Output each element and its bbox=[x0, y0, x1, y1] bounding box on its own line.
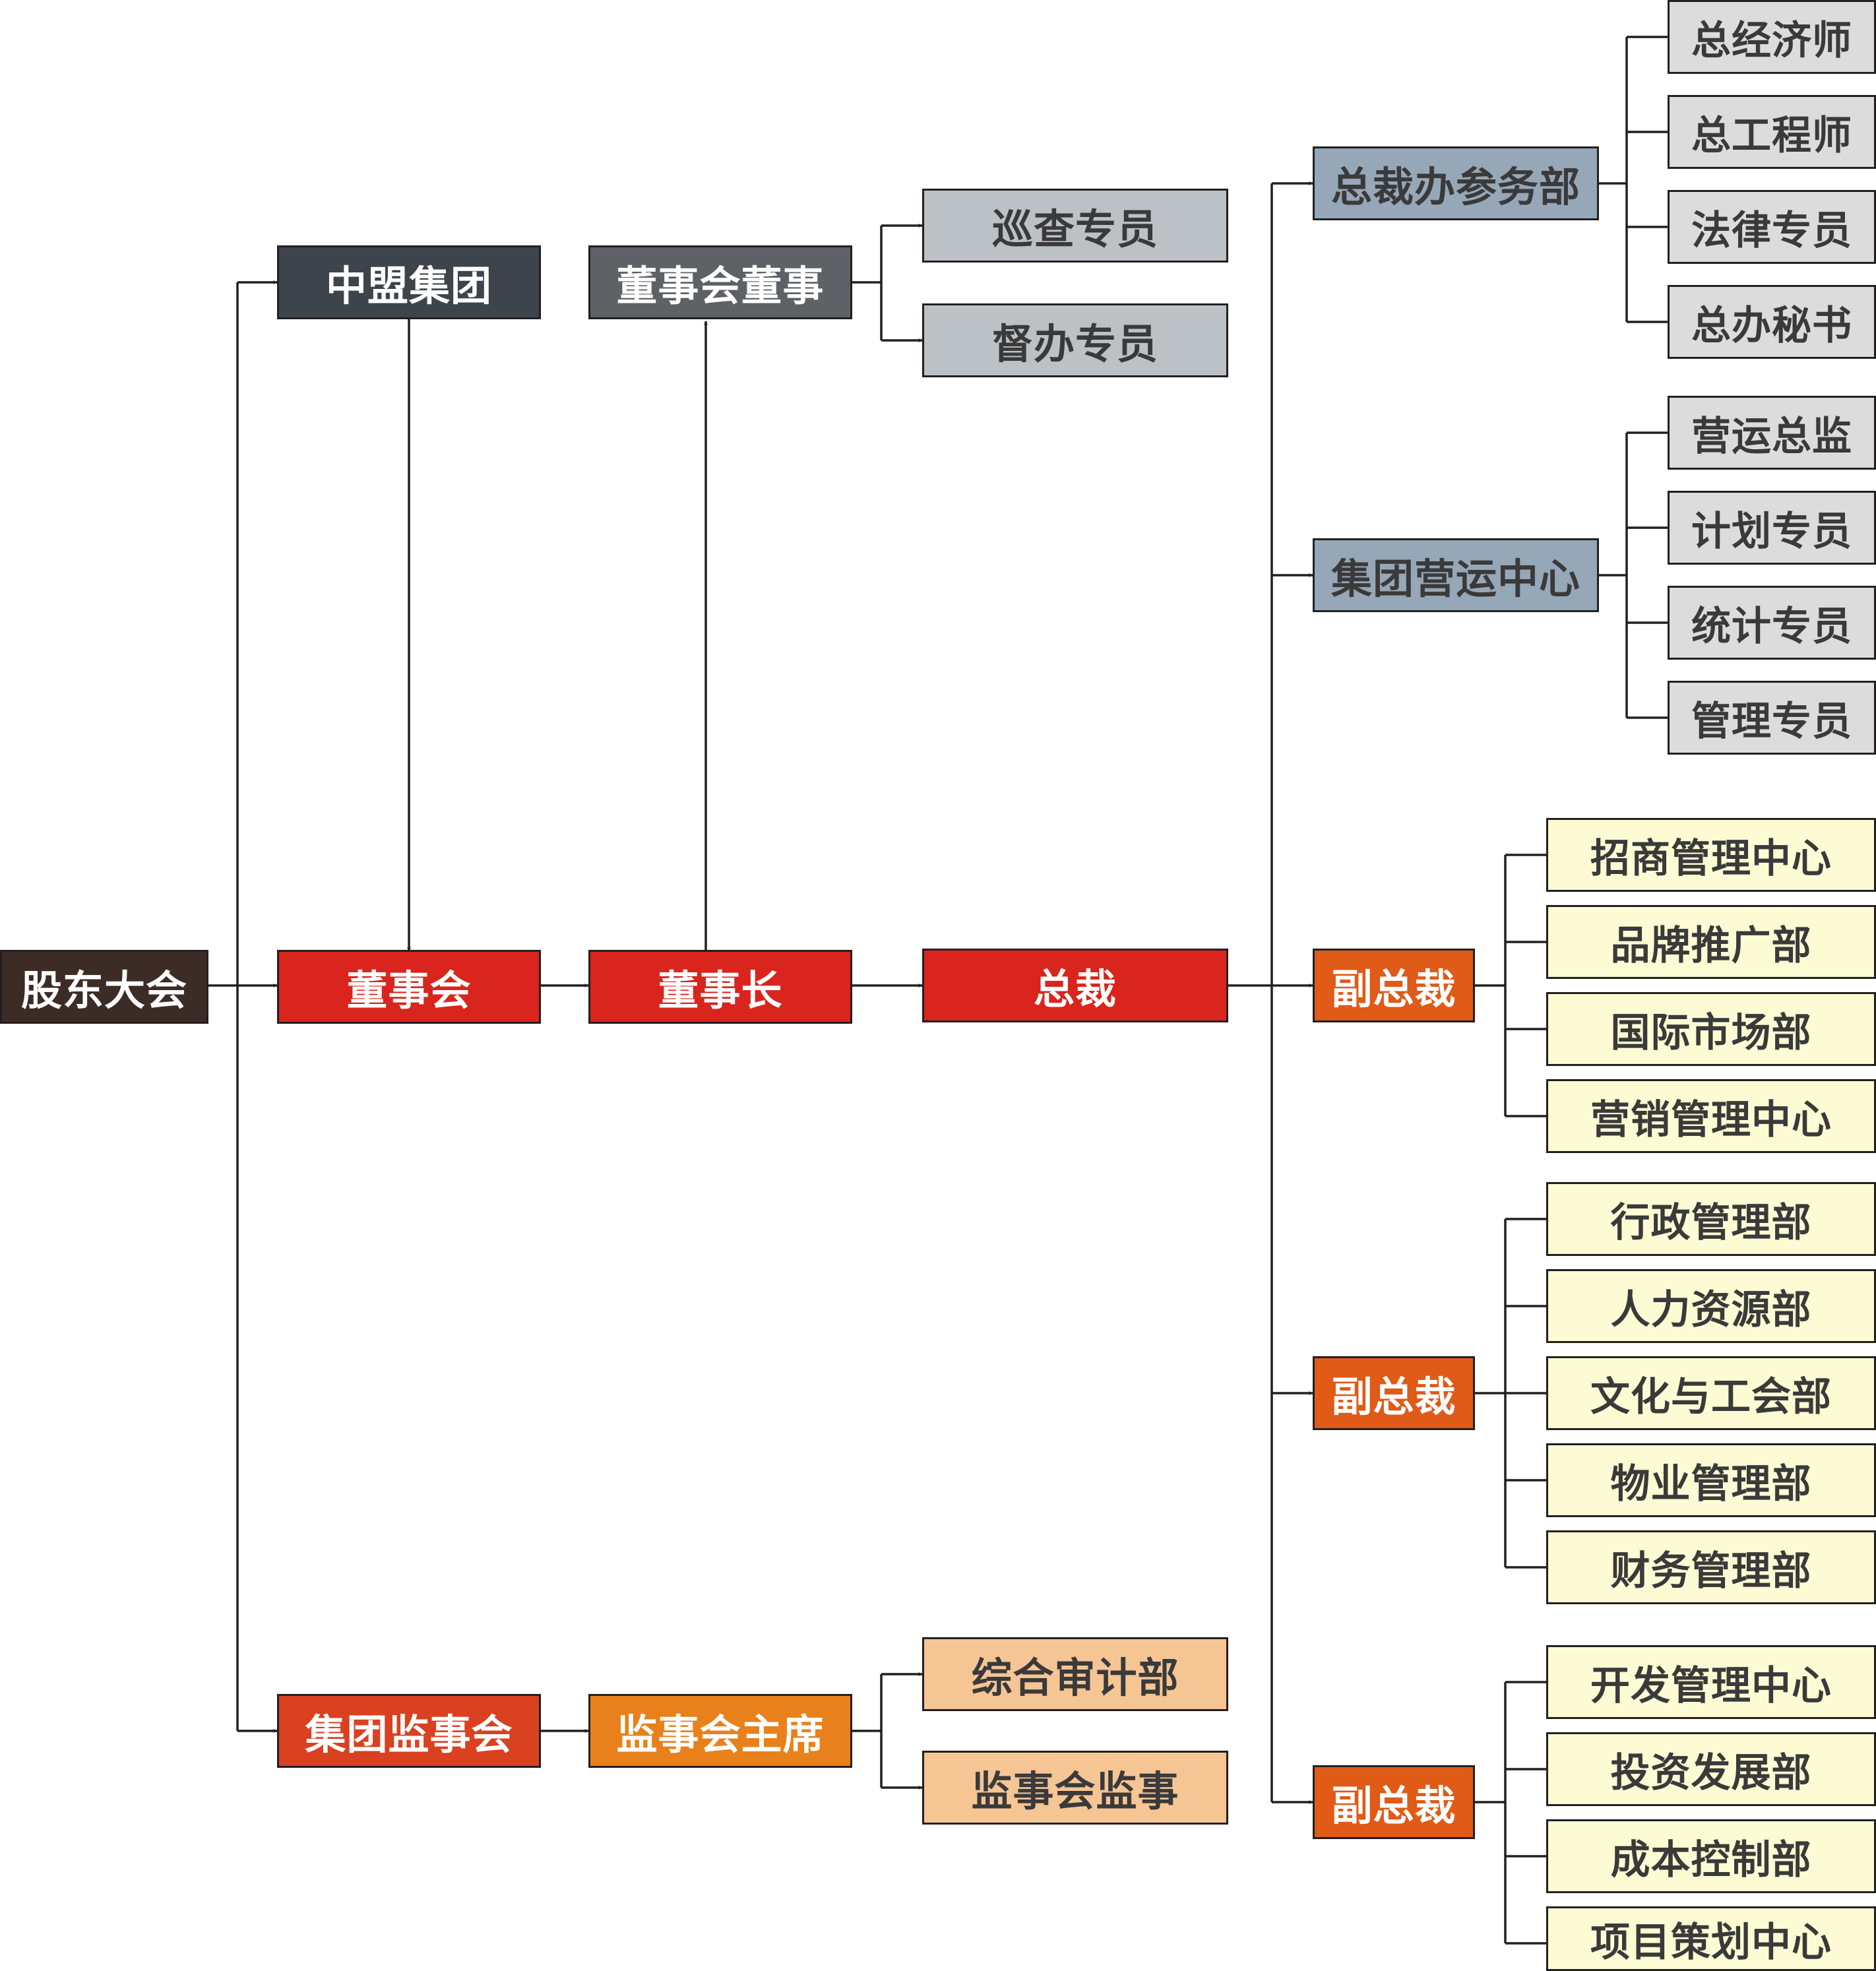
office-staff-node: 法律专员 bbox=[1668, 190, 1876, 264]
board-node: 董事会 bbox=[277, 950, 541, 1024]
operations-staff-node: 统计专员 bbox=[1668, 586, 1876, 660]
vp3-dept-node: 成本控制部 bbox=[1546, 1819, 1876, 1893]
vp2-dept-node: 物业管理部 bbox=[1546, 1443, 1876, 1517]
operations-staff-node: 管理专员 bbox=[1668, 681, 1876, 755]
vp2-dept-node: 文化与工会部 bbox=[1546, 1356, 1876, 1430]
office-staff-node: 总工程师 bbox=[1668, 95, 1876, 169]
chairman-node: 董事长 bbox=[588, 950, 852, 1024]
vp2-dept-node: 行政管理部 bbox=[1546, 1182, 1876, 1256]
vp1-dept-node: 营销管理中心 bbox=[1546, 1079, 1876, 1153]
vp-node: 副总裁 bbox=[1313, 1765, 1475, 1839]
vp2-dept-node: 人力资源部 bbox=[1546, 1269, 1876, 1343]
vp3-dept-node: 投资发展部 bbox=[1546, 1732, 1876, 1806]
audit-dept-node: 综合审计部 bbox=[922, 1637, 1228, 1711]
zhongmeng-group-node: 中盟集团 bbox=[277, 245, 541, 319]
supervision-commissioner-node: 督办专员 bbox=[922, 303, 1228, 377]
vp1-dept-node: 招商管理中心 bbox=[1546, 818, 1876, 892]
supervisory-board-node: 集团监事会 bbox=[277, 1694, 541, 1768]
vp3-dept-node: 项目策划中心 bbox=[1546, 1906, 1876, 1971]
supervisors-node: 监事会监事 bbox=[922, 1751, 1228, 1825]
supervisory-chair-node: 监事会主席 bbox=[588, 1694, 852, 1768]
office-staff-node: 总办秘书 bbox=[1668, 285, 1876, 359]
office-staff-node: 总经济师 bbox=[1668, 0, 1876, 74]
vp3-dept-node: 开发管理中心 bbox=[1546, 1645, 1876, 1719]
operations-staff-node: 营运总监 bbox=[1668, 396, 1876, 470]
vp1-dept-node: 国际市场部 bbox=[1546, 992, 1876, 1066]
vp-node: 副总裁 bbox=[1313, 949, 1475, 1022]
vp-node: 副总裁 bbox=[1313, 1356, 1475, 1430]
office-dept-node: 总裁办参务部 bbox=[1313, 146, 1599, 220]
operations-center-node: 集团营运中心 bbox=[1313, 538, 1599, 612]
shareholders-node: 股东大会 bbox=[0, 950, 208, 1024]
vp2-dept-node: 财务管理部 bbox=[1546, 1530, 1876, 1604]
board-directors-node: 董事会董事 bbox=[588, 245, 852, 319]
vp1-dept-node: 品牌推广部 bbox=[1546, 905, 1876, 979]
patrol-commissioner-node: 巡查专员 bbox=[922, 189, 1228, 263]
president-node: 总裁 bbox=[922, 949, 1228, 1022]
operations-staff-node: 计划专员 bbox=[1668, 491, 1876, 565]
